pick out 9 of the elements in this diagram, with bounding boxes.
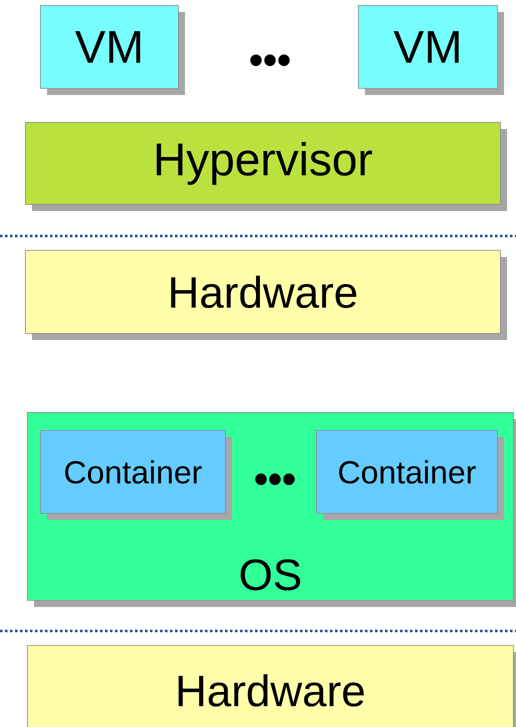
- ellipsis-dots: •••: [250, 54, 290, 66]
- hypervisor-box: Hypervisor: [25, 122, 507, 211]
- container-box: Container: [316, 430, 504, 520]
- vm-box: VM: [358, 5, 504, 95]
- ellipsis-dots: •••: [255, 474, 295, 486]
- hardware-box: Hardware: [25, 250, 507, 340]
- hardware-box: Hardware: [27, 645, 516, 727]
- vm-box: VM: [40, 5, 185, 95]
- container-box: Container: [40, 430, 232, 520]
